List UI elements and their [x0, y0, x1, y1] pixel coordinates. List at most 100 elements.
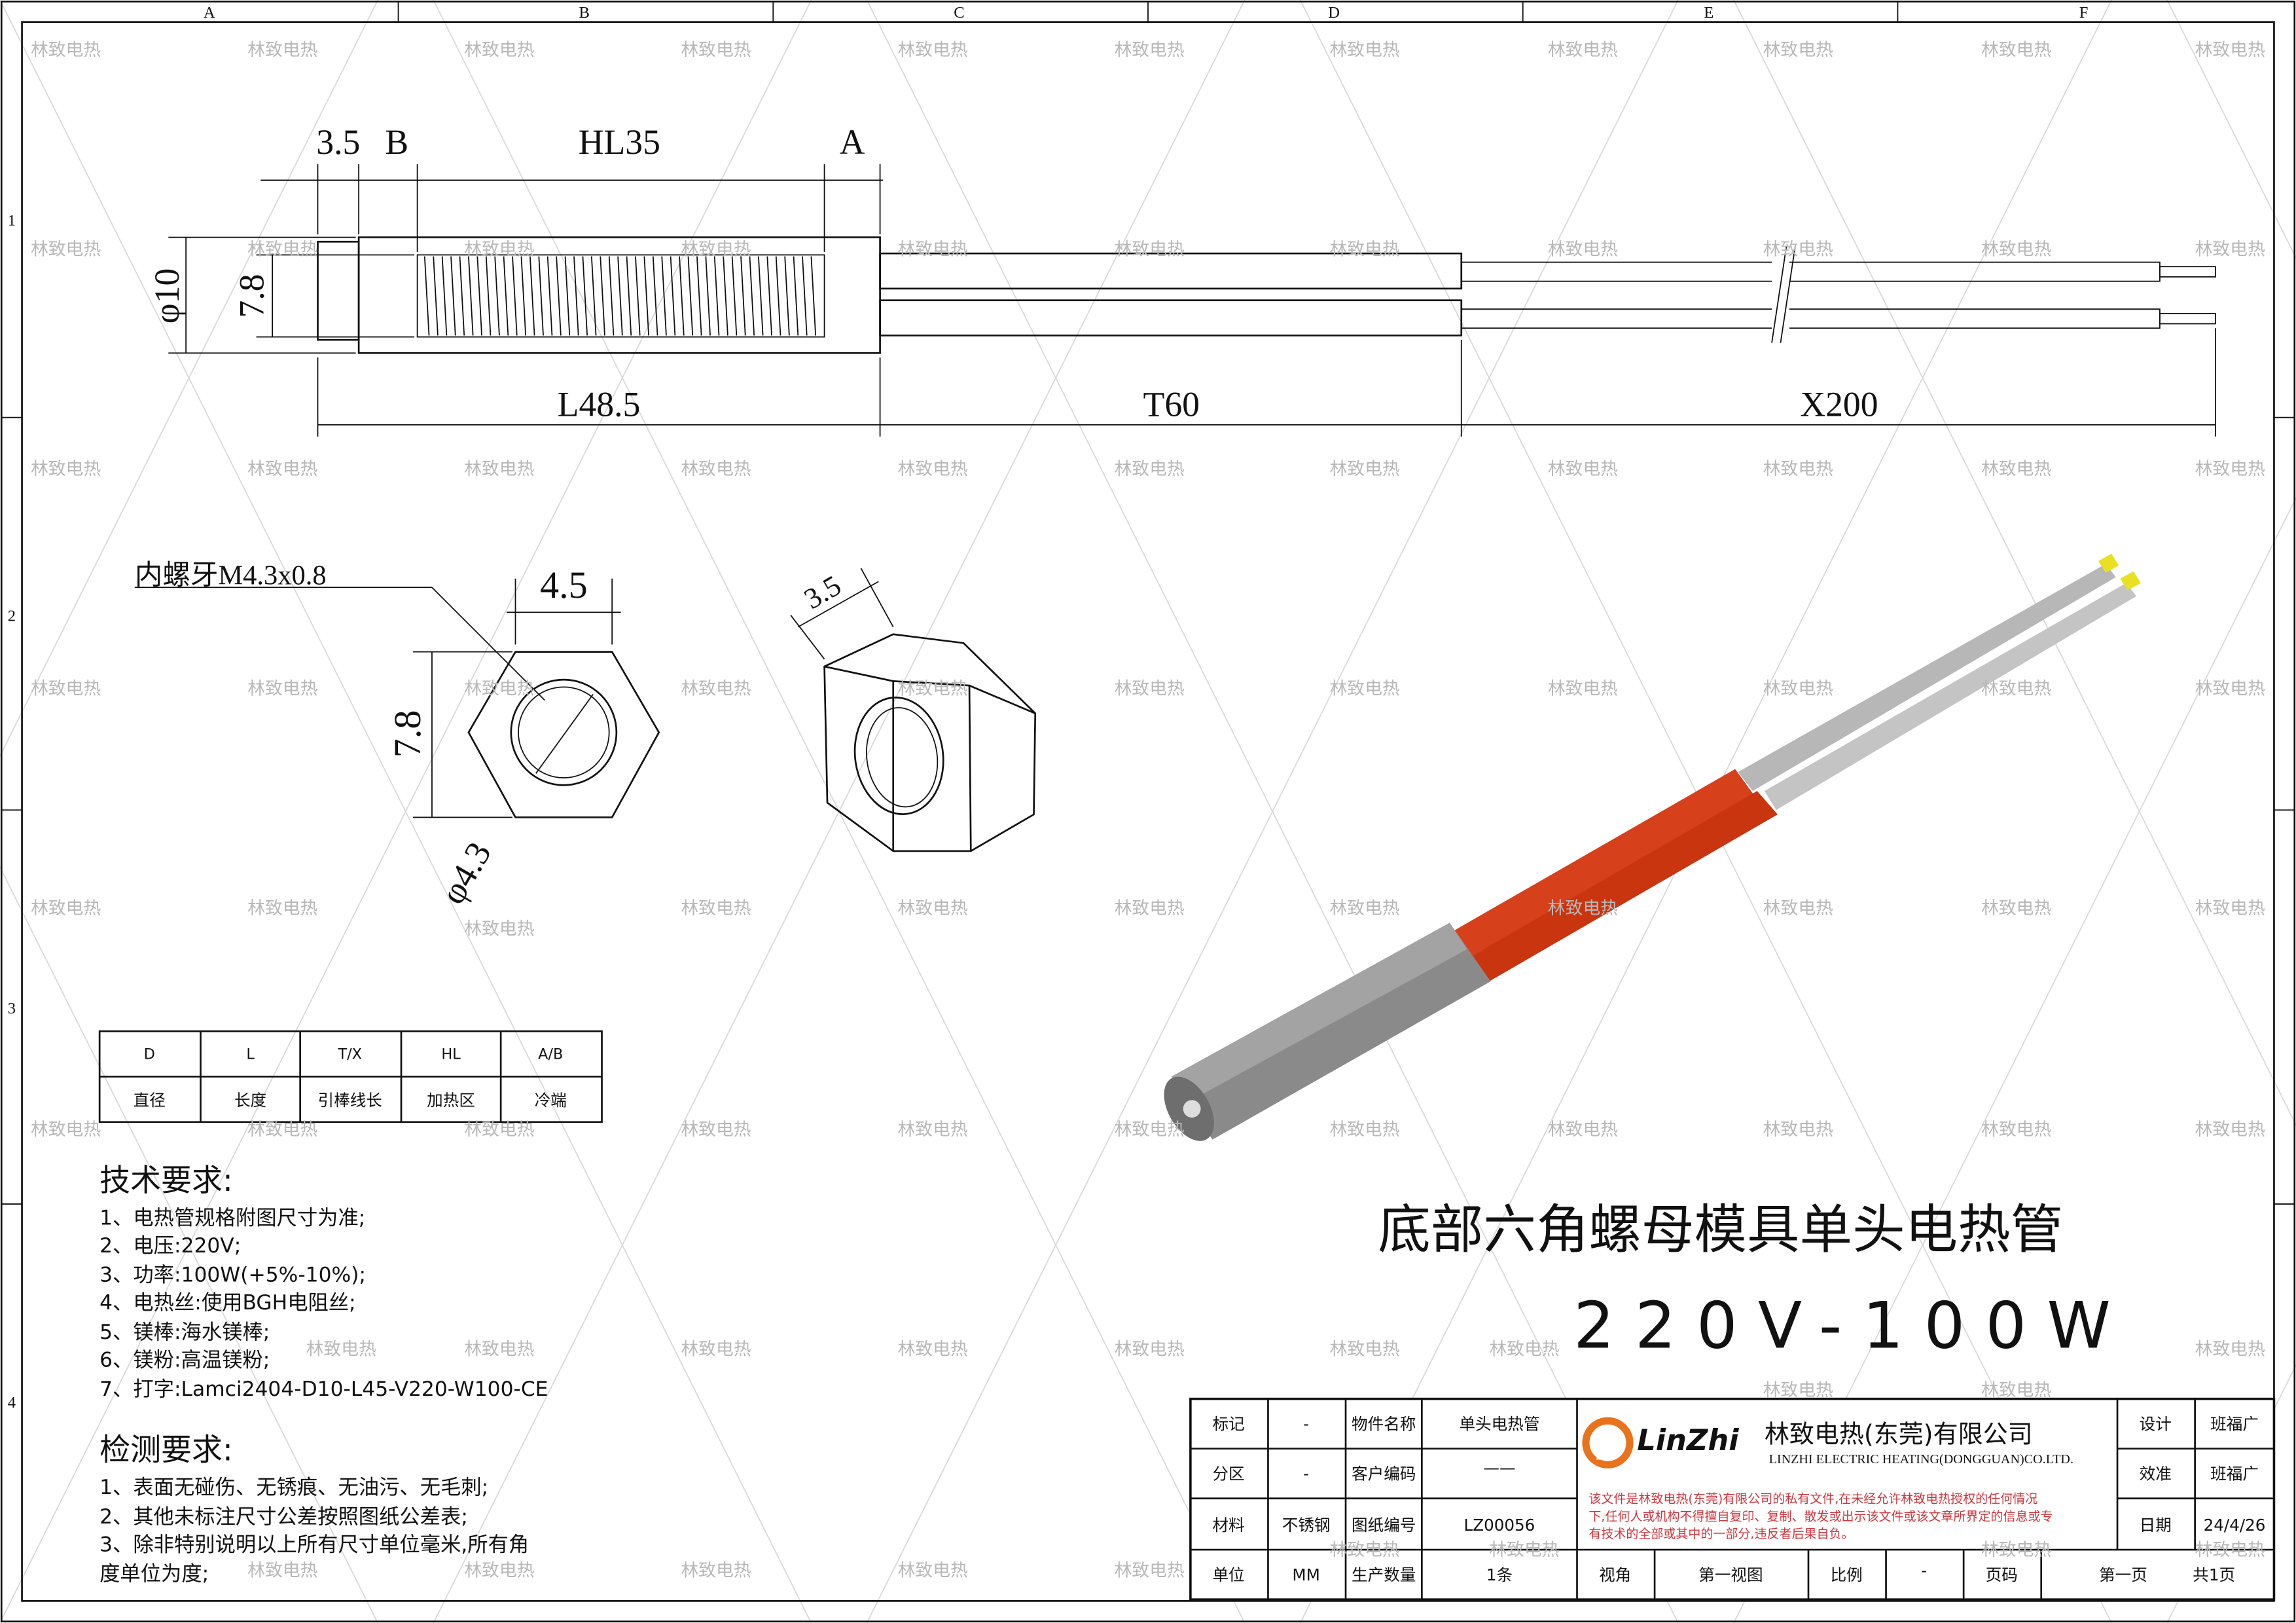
- watermark-text: 林致电热: [2195, 1340, 2265, 1360]
- watermark-text: 林致电热: [247, 40, 317, 60]
- watermark-text: 林致电热: [681, 459, 751, 479]
- watermark-text: 林致电热: [464, 679, 534, 699]
- watermark-line: [1733, 496, 2296, 1623]
- tb-label-unit: 单位: [1212, 1565, 1244, 1584]
- coil-line: [705, 256, 711, 336]
- company-name: 林致电热(东莞)有限公司: [1765, 1420, 2033, 1449]
- tech-req-item: 2、电压:220V;: [99, 1234, 241, 1258]
- confidentiality-notice: 该文件是林致电热(东莞)有限公司的私有文件,在未经允许林致电热授权的任何情况: [1588, 1491, 2037, 1506]
- watermark-text: 林致电热: [247, 898, 317, 919]
- watermark-text: 林致电热: [31, 1120, 101, 1140]
- company-logo: LinZhi: [1582, 1417, 1739, 1468]
- tb-label-design: 设计: [2140, 1415, 2172, 1434]
- watermark-text: 林致电热: [1981, 459, 2051, 479]
- coil-line: [626, 256, 632, 336]
- watermark-text: 林致电热: [1763, 40, 1833, 60]
- legend-header-d: D: [144, 1046, 155, 1063]
- coil-line: [679, 256, 685, 336]
- zone-col-f: F: [2079, 4, 2089, 22]
- watermark-text: 林致电热: [1763, 1120, 1833, 1140]
- dim-t60: T60: [1143, 384, 1200, 424]
- watermark-text: 林致电热: [31, 239, 101, 259]
- confidentiality-notice: 下,任何人或机构不得擅自复印、复制、散发或出示该文件或该文章所界定的信息或专: [1588, 1509, 2053, 1523]
- coil-line: [713, 256, 720, 336]
- company-name-en: LINZHI ELECTRIC HEATING(DONGGUAN)CO.LTD.: [1769, 1452, 2073, 1467]
- dim-7-8: 7.8: [232, 274, 272, 318]
- watermark-text: 林致电热: [1329, 679, 1399, 699]
- coil-line: [757, 256, 764, 336]
- watermark-text: 林致电热: [1329, 1540, 1399, 1560]
- watermark-text: 林致电热: [1329, 1120, 1399, 1140]
- watermark-text: 林致电热: [681, 1340, 751, 1360]
- dimension-legend-table: D L T/X HL A/B 直径 长度 引棒线长 加热区 冷端: [98, 1030, 603, 1123]
- coil-line: [520, 256, 527, 336]
- coil-line: [608, 256, 615, 336]
- watermark-text: 林致电热: [681, 679, 751, 699]
- tb-value-part-name: 单头电热管: [1459, 1415, 1539, 1434]
- dim-b: B: [385, 122, 408, 162]
- watermark-text: 林致电热: [2195, 459, 2265, 479]
- zone-col-e: E: [1704, 4, 1713, 22]
- watermark-text: 林致电热: [681, 40, 751, 60]
- watermark-text: 林致电热: [897, 239, 967, 259]
- watermark-line: [0, 0, 812, 1623]
- coil-line: [723, 256, 728, 336]
- inspection-item: 度单位为度;: [99, 1562, 209, 1586]
- watermark-text: 林致电热: [681, 1560, 751, 1580]
- watermark-text: 林致电热: [1329, 898, 1399, 919]
- tech-req-item: 1、电热管规格附图尺寸为准;: [99, 1206, 365, 1230]
- coil-line: [582, 256, 588, 336]
- watermark-line: [866, 0, 1679, 1623]
- watermark-text: 林致电热: [1115, 40, 1185, 60]
- watermark-text: 林致电热: [1981, 40, 2051, 60]
- product-rating: 220V-100W: [1573, 1288, 2131, 1363]
- tb-label-part-name: 物件名称: [1352, 1415, 1416, 1434]
- watermark-text: 林致电热: [1329, 40, 1399, 60]
- watermark-text: 林致电热: [1115, 239, 1185, 259]
- dim-3-5: 3.5: [316, 122, 360, 162]
- watermark-text: 林致电热: [897, 898, 967, 919]
- tb-label-drawing-no: 图纸编号: [1352, 1516, 1416, 1535]
- title-block: 标记 - 物件名称 单头电热管 分区 - 客户编码 —— 材料 不锈钢 图纸编号…: [1189, 1397, 2276, 1601]
- tb-label-quantity: 生产数量: [1352, 1565, 1416, 1584]
- dim-a: A: [840, 122, 865, 162]
- watermark-text: 林致电热: [306, 1340, 376, 1360]
- zone-row-4: 4: [8, 1394, 16, 1412]
- watermark-text: 林致电热: [681, 1120, 751, 1140]
- tb-value-view: 第一视图: [1698, 1565, 1763, 1584]
- break-mark: [1771, 246, 1796, 343]
- coil-line: [494, 256, 500, 336]
- watermark-text: 林致电热: [464, 1560, 534, 1580]
- watermark-text: 林致电热: [2195, 1120, 2265, 1140]
- zone-col-d: D: [1328, 4, 1340, 22]
- watermark-text: 林致电热: [1548, 1120, 1618, 1140]
- coil-line: [766, 256, 772, 336]
- watermark-text: 林致电热: [1981, 239, 2051, 259]
- watermark-text: 林致电热: [897, 1120, 967, 1140]
- tb-label-customer-code: 客户编码: [1352, 1465, 1416, 1484]
- watermark-text: 林致电热: [897, 459, 967, 479]
- watermark-text: 林致电热: [1329, 1340, 1399, 1360]
- coil-line: [740, 256, 746, 336]
- dim-hl35: HL35: [579, 122, 660, 162]
- coil-line: [590, 256, 597, 336]
- watermark-text: 林致电热: [464, 1340, 534, 1360]
- tb-value-zone: -: [1303, 1465, 1309, 1484]
- coil-line: [600, 256, 605, 336]
- product-title: 底部六角螺母模具单头电热管: [1378, 1199, 2063, 1260]
- watermark-text: 林致电热: [1548, 679, 1618, 699]
- watermark-text: 林致电热: [31, 898, 101, 919]
- watermark-text: 林致电热: [247, 1120, 317, 1140]
- tb-value-check: 班福广: [2210, 1465, 2259, 1484]
- watermark-text: 林致电热: [1115, 679, 1185, 699]
- watermark-text: 林致电热: [31, 679, 101, 699]
- coil-line: [529, 256, 535, 336]
- coil-line: [784, 256, 790, 336]
- legend-value-d: 直径: [134, 1091, 166, 1110]
- tb-value-material: 不锈钢: [1282, 1516, 1331, 1535]
- coil-line: [617, 256, 623, 336]
- coil-line: [503, 256, 509, 336]
- watermark-text: 林致电热: [897, 1560, 967, 1580]
- tb-label-check: 效准: [2140, 1465, 2172, 1484]
